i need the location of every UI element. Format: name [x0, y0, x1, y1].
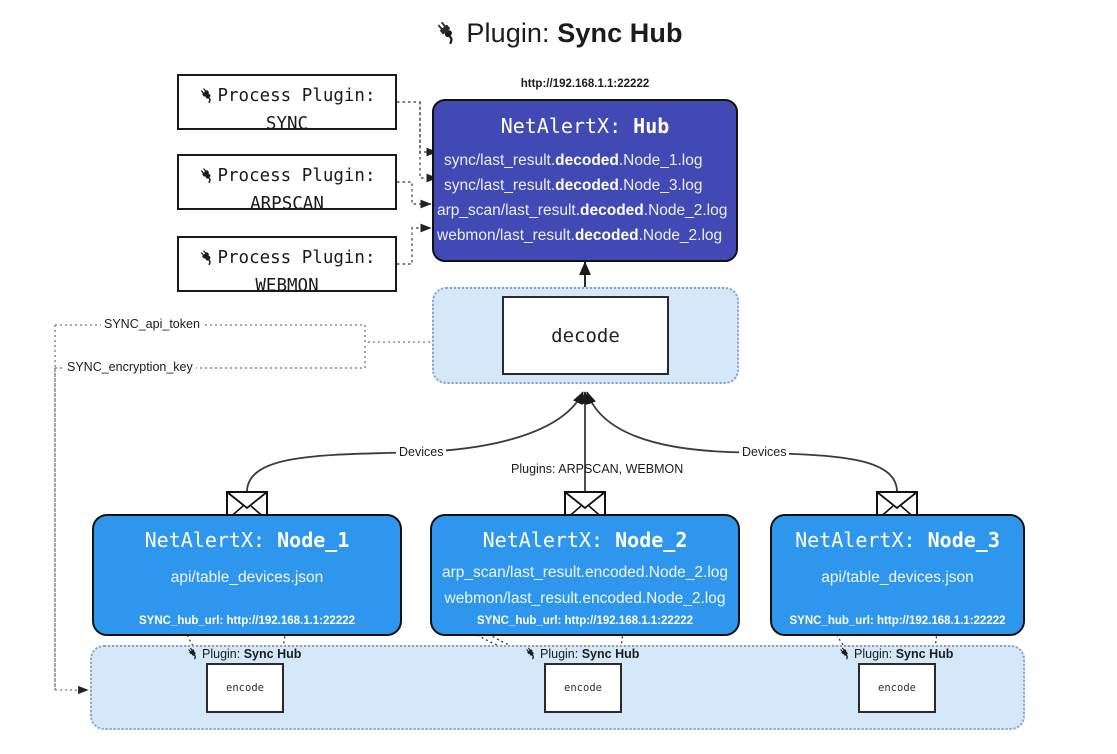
right-devices-label: Devices	[739, 445, 790, 459]
plug-icon	[434, 19, 460, 52]
page-title: Plugin: Sync Hub	[0, 18, 1117, 52]
node-3-title: NetAlertX: Node_3	[772, 528, 1023, 552]
process-plugin-webmon-box[interactable]: Process Plugin: WEBMON	[177, 236, 397, 296]
process-plugin-webmon-line1: Process Plugin:	[179, 246, 395, 274]
node-1-title-prefix: NetAlertX:	[144, 528, 266, 552]
left-devices-label: Devices	[396, 445, 447, 459]
encode-2-tag-name: Sync Hub	[581, 647, 640, 661]
hub-log-post: .Node_3.log	[618, 177, 703, 194]
sync-api-token-label: SYNC_api_token	[101, 317, 203, 331]
node-1-line: api/table_devices.json	[170, 569, 324, 586]
hub-log-row: sync/last_result.decoded.Node_3.log	[434, 173, 736, 198]
plug-icon	[198, 248, 216, 274]
node-3-title-prefix: NetAlertX:	[795, 528, 916, 552]
hub-log-row: arp_scan/last_result.decoded.Node_2.log	[434, 198, 736, 223]
process-plugin-arpscan-name: ARPSCAN	[250, 193, 324, 214]
hub-log-mid: decoded	[580, 202, 644, 219]
encode-2-tag-prefix: Plugin:	[540, 647, 579, 661]
plug-icon	[186, 646, 200, 663]
hub-title: NetAlertX: Hub	[434, 114, 736, 138]
hub-log-pre: arp_scan/last_result.	[437, 202, 581, 219]
node-2-line: arp_scan/last_result.encoded.Node_2.log	[441, 564, 729, 581]
process-plugin-sync-box[interactable]: Process Plugin: SYNC	[177, 74, 397, 134]
process-plugin-arpscan-line1: Process Plugin:	[179, 164, 395, 192]
hub-log-pre: sync/last_result.	[444, 152, 556, 169]
encode-1-box[interactable]: encode	[206, 663, 284, 713]
process-plugin-sync-name: SYNC	[265, 113, 309, 134]
plug-icon	[198, 166, 216, 192]
encode-1-tag-prefix: Plugin:	[202, 647, 241, 661]
encode-3-tag-name: Sync Hub	[895, 647, 954, 661]
node-3-title-name: Node_3	[927, 528, 1000, 552]
encode-1-plugin-tag: Plugin: Sync Hub	[186, 646, 301, 663]
hub-log-mid: decoded	[574, 227, 639, 244]
hub-log-mid: decoded	[555, 152, 619, 169]
title-name: Sync Hub	[557, 18, 683, 48]
sync-encryption-key-label: SYNC_encryption_key	[64, 360, 196, 374]
node-1-title: NetAlertX: Node_1	[94, 528, 400, 552]
node-1-footer: SYNC_hub_url: http://192.168.1.1:22222	[138, 615, 356, 627]
hub-log-post: .Node_2.log	[643, 202, 728, 219]
hub-log-row: sync/last_result.decoded.Node_1.log	[434, 148, 736, 173]
node-2-title-name: Node_2	[615, 528, 688, 552]
encode-3-tag-prefix: Plugin:	[854, 647, 893, 661]
hub-log-post: .Node_1.log	[618, 152, 703, 169]
encode-1-tag-name: Sync Hub	[243, 647, 302, 661]
node-2-box[interactable]: NetAlertX: Node_2 arp_scan/last_result.e…	[430, 514, 740, 636]
hub-title-prefix: NetAlertX:	[500, 114, 622, 138]
process-plugin-sync-line1: Process Plugin:	[179, 84, 395, 112]
hub-log-row: webmon/last_result.decoded.Node_2.log	[434, 223, 736, 248]
node-1-title-name: Node_1	[277, 528, 350, 552]
encode-3-box[interactable]: encode	[858, 663, 936, 713]
node-3-box[interactable]: NetAlertX: Node_3 api/table_devices.json…	[770, 514, 1025, 636]
node-2-title-prefix: NetAlertX:	[482, 528, 604, 552]
node-1-box[interactable]: NetAlertX: Node_1 api/table_devices.json…	[92, 514, 402, 636]
plug-icon	[838, 646, 852, 663]
node-2-line: webmon/last_result.encoded.Node_2.log	[444, 590, 726, 607]
process-plugin-arpscan-label: Process Plugin:	[217, 166, 376, 186]
encode-2-plugin-tag: Plugin: Sync Hub	[524, 646, 639, 663]
hub-title-name: Hub	[633, 114, 670, 138]
encode-3-plugin-tag: Plugin: Sync Hub	[838, 646, 953, 663]
encode-2-box[interactable]: encode	[544, 663, 622, 713]
hub-box[interactable]: NetAlertX: Hub sync/last_result.decoded.…	[432, 99, 738, 262]
node-3-footer: SYNC_hub_url: http://192.168.1.1:22222	[789, 615, 1006, 627]
hub-log-pre: webmon/last_result.	[437, 227, 575, 244]
plug-icon	[524, 646, 538, 663]
hub-log-post: .Node_2.log	[638, 227, 723, 244]
plug-icon	[198, 86, 216, 112]
node-2-footer: SYNC_hub_url: http://192.168.1.1:22222	[476, 615, 694, 627]
node-2-title: NetAlertX: Node_2	[432, 528, 738, 552]
process-plugin-webmon-name: WEBMON	[255, 275, 319, 296]
hub-log-mid: decoded	[555, 177, 619, 194]
decode-box[interactable]: decode	[502, 296, 669, 375]
title-prefix: Plugin:	[466, 18, 550, 48]
process-plugin-arpscan-box[interactable]: Process Plugin: ARPSCAN	[177, 154, 397, 214]
hub-url-label: http://192.168.1.1:22222	[520, 78, 650, 90]
process-plugin-webmon-label: Process Plugin:	[217, 248, 376, 268]
process-plugin-sync-label: Process Plugin:	[217, 86, 376, 106]
node-3-line: api/table_devices.json	[821, 569, 974, 586]
center-plugins-label: Plugins: ARPSCAN, WEBMON	[511, 462, 684, 476]
hub-log-pre: sync/last_result.	[444, 177, 556, 194]
